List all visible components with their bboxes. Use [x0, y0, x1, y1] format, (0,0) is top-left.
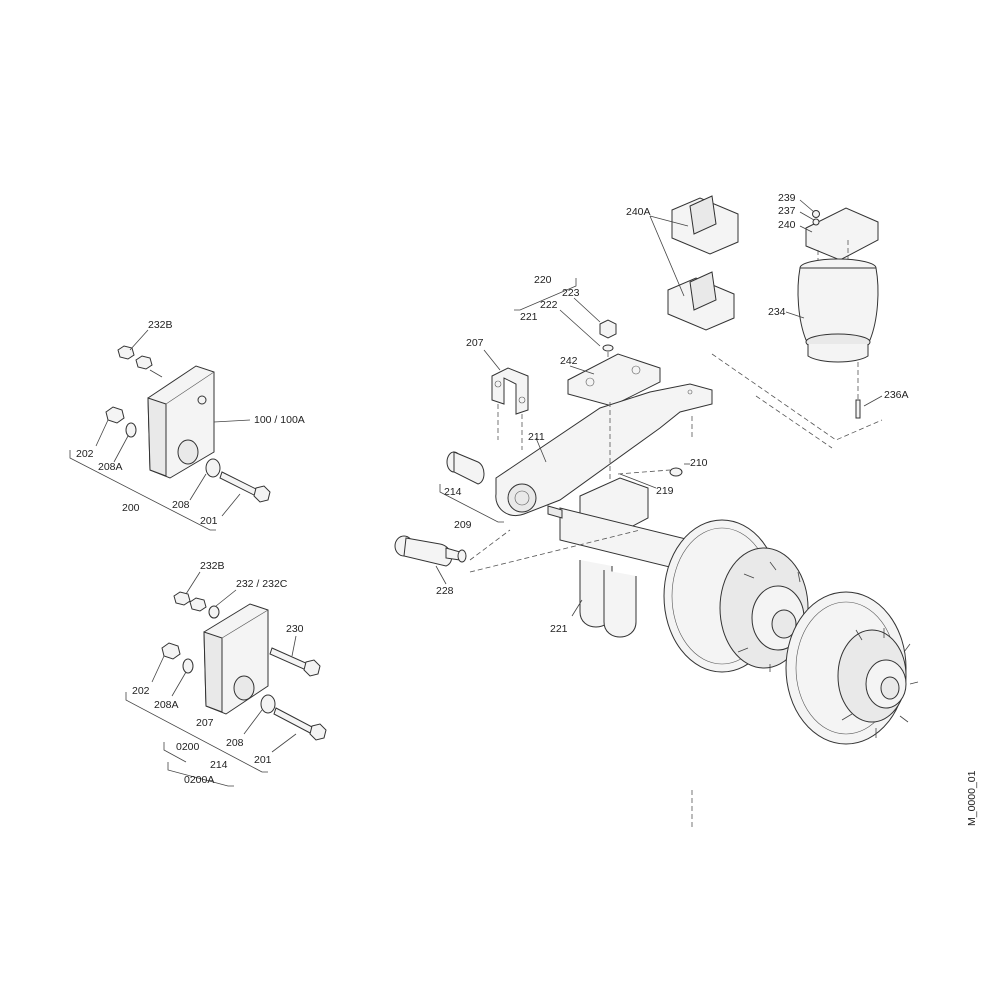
- bolt-201-shank-upper: [219, 471, 259, 497]
- label-208a-upper: 208A: [98, 461, 123, 473]
- shock-body-228: [403, 537, 453, 567]
- label-209: 209: [454, 519, 472, 531]
- washer-208a-upper: [125, 422, 137, 438]
- trailing-arm-211: [495, 383, 713, 516]
- label-202-upper: 202: [76, 448, 94, 460]
- washer-237: [812, 218, 820, 226]
- top-plate-240: [805, 207, 879, 261]
- nut-202-upper: [105, 406, 125, 424]
- label-0200a: 0200A: [184, 774, 214, 786]
- label-239: 239: [778, 192, 796, 204]
- bolt-201-head-lower: [309, 723, 327, 741]
- label-237: 237: [778, 205, 796, 217]
- hub-cap-1: [771, 609, 797, 639]
- air-spring-234: [797, 267, 879, 341]
- axle-assembly: [394, 195, 919, 830]
- label-201-upper: 201: [200, 515, 218, 527]
- bolt-201-head-upper: [253, 485, 271, 503]
- label-201-lower: 201: [254, 754, 272, 766]
- washer-208a-lower: [182, 658, 194, 674]
- nut-232b-lower-b: [189, 597, 207, 612]
- label-219: 219: [656, 485, 674, 497]
- air-spring-base: [807, 344, 869, 363]
- bolt-236a: [855, 399, 861, 419]
- bracket-bushing-seat-lower: [233, 675, 255, 701]
- label-202-lower: 202: [132, 685, 150, 697]
- label-221-lower: 221: [550, 623, 568, 635]
- axle-end-stub: [547, 505, 563, 519]
- label-232-232c: 232 / 232C: [236, 578, 288, 590]
- arm-eye-bushing: [507, 483, 537, 513]
- nut-239: [812, 210, 820, 218]
- label-236a: 236A: [884, 389, 909, 401]
- bracket-bushing-seat: [177, 439, 199, 465]
- washer-222: [602, 344, 614, 352]
- label-100-100a: 100 / 100A: [254, 414, 305, 426]
- nut-232b-upper-a: [117, 345, 135, 360]
- bolt-230-head: [303, 659, 321, 677]
- nut-232b-upper-b: [135, 355, 153, 370]
- shock-eye-bottom: [457, 549, 467, 563]
- nut-232b-lower-a: [173, 591, 191, 606]
- top-pad-242: [567, 353, 661, 407]
- hanger-bracket-side: [147, 397, 167, 477]
- washer-208-lower: [260, 694, 276, 714]
- label-232b-upper: 232B: [148, 319, 173, 331]
- bolt-201-shank-lower: [273, 707, 315, 735]
- nut-223: [599, 319, 617, 339]
- label-221-upper: 221: [520, 311, 538, 323]
- washer-208-upper: [205, 458, 221, 478]
- label-220: 220: [534, 274, 552, 286]
- label-230: 230: [286, 623, 304, 635]
- label-222: 222: [540, 299, 558, 311]
- bushing-214: [453, 451, 485, 485]
- label-214-upper: 214: [444, 486, 462, 498]
- label-200: 200: [122, 502, 140, 514]
- stud-upper: [149, 369, 163, 378]
- label-0200: 0200: [176, 741, 200, 753]
- label-214-lower: 214: [210, 759, 228, 771]
- hub-cap-2: [880, 676, 900, 700]
- label-232b-lower: 232B: [200, 560, 225, 572]
- bracket-240a-lower-wall: [689, 271, 717, 311]
- bracket-assembly-200: [69, 329, 271, 531]
- hanger-bracket-side-lower: [203, 631, 223, 713]
- label-240: 240: [778, 219, 796, 231]
- label-207-lower: 207: [196, 717, 214, 729]
- nut-202-lower: [161, 642, 181, 660]
- label-208-upper: 208: [172, 499, 190, 511]
- bracket-hole: [197, 395, 207, 405]
- drawing-id: M_0000_01: [966, 770, 978, 826]
- label-228: 228: [436, 585, 454, 597]
- u-bolt-221-b: [603, 570, 637, 638]
- label-208a-lower: 208A: [154, 699, 179, 711]
- label-207-upper: 207: [466, 337, 484, 349]
- washer-232-232c: [208, 605, 220, 619]
- label-210: 210: [690, 457, 708, 469]
- label-240a: 240A: [626, 206, 651, 218]
- label-211: 211: [528, 431, 545, 443]
- clip-207: [491, 367, 529, 415]
- label-234: 234: [768, 306, 786, 318]
- label-208-lower: 208: [226, 737, 244, 749]
- wheel-studs-2: [841, 628, 919, 738]
- label-242: 242: [560, 355, 578, 367]
- washer-210: [669, 467, 683, 477]
- label-223: 223: [562, 287, 580, 299]
- bolt-230-shank: [269, 647, 309, 671]
- bracket-assembly-0200: [125, 571, 327, 787]
- bracket-240a-upper-wall: [689, 195, 717, 235]
